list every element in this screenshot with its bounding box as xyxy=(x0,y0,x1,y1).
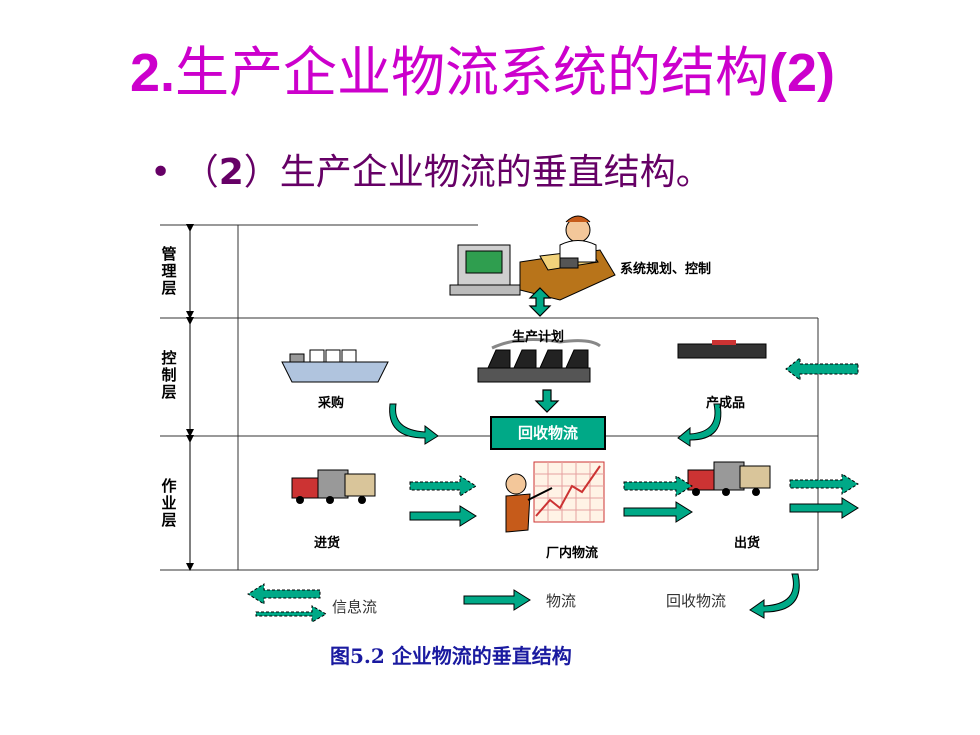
title-number: 2. xyxy=(130,43,176,103)
title-suffix: (2) xyxy=(769,43,836,103)
title-text: 生产企业物流系统的结构 xyxy=(175,41,770,104)
legend-recycle-flow-label: 回收物流 xyxy=(666,592,727,610)
legend-material-flow-icon xyxy=(463,589,531,611)
label-outgoing: 出货 xyxy=(734,536,761,551)
legend-recycle-flow-icon xyxy=(749,573,800,619)
label-in-plant-logistics: 厂内物流 xyxy=(546,546,599,561)
presenter-chart-icon xyxy=(505,461,605,533)
recycle-logistics-box: 回收物流 xyxy=(490,416,606,450)
figure-caption: 图5.2 企业物流的垂直结构 xyxy=(330,644,572,668)
down-arrow-icon xyxy=(534,389,560,413)
label-purchase: 采购 xyxy=(318,396,345,411)
info-flow-arrow-icon xyxy=(623,475,693,497)
layer-label-control: 控制层 xyxy=(161,349,177,401)
material-flow-arrow-icon xyxy=(409,505,477,527)
legend-material-flow-label: 物流 xyxy=(546,592,577,610)
bullet-icon: • xyxy=(150,152,172,193)
bullet-subtitle: • （2）生产企业物流的垂直结构。 xyxy=(150,148,712,198)
info-flow-arrow-right-icon xyxy=(785,356,859,382)
subtitle-text: 生产企业物流的垂直结构。 xyxy=(279,152,712,193)
page-title: 2.生产企业物流系统的结构(2) xyxy=(130,38,835,108)
subtitle-number: 2 xyxy=(218,152,244,193)
label-production-plan: 生产计划 xyxy=(512,330,565,345)
cargo-ship-icon xyxy=(281,349,389,383)
layer-label-operation: 作业层 xyxy=(161,477,177,529)
curved-recycle-arrow-left-icon xyxy=(389,403,439,445)
finished-goods-barge-icon xyxy=(677,340,767,359)
legend-info-flow-icon-2 xyxy=(255,605,328,623)
info-flow-arrow-icon xyxy=(409,475,477,497)
material-flow-arrow-icon xyxy=(789,497,859,519)
curved-recycle-arrow-right-icon xyxy=(677,403,722,447)
legend-info-flow-label: 信息流 xyxy=(332,598,378,616)
label-finished-goods: 产成品 xyxy=(706,396,746,411)
outgoing-trucks-icon xyxy=(687,461,771,496)
label-system-planning: 系统规划、控制 xyxy=(620,262,712,277)
factory-icon xyxy=(477,338,601,383)
label-incoming: 进货 xyxy=(314,536,341,551)
material-flow-arrow-icon xyxy=(623,501,693,523)
layer-label-management: 管理层 xyxy=(161,245,177,297)
subtitle-open: （ xyxy=(182,152,219,193)
subtitle-close: ） xyxy=(243,152,280,193)
legend-info-flow-icon xyxy=(247,583,321,605)
incoming-trucks-icon xyxy=(291,469,376,504)
info-flow-arrow-icon xyxy=(789,473,859,495)
up-down-arrow-icon xyxy=(528,287,552,317)
manager-computer-icon xyxy=(449,215,616,301)
